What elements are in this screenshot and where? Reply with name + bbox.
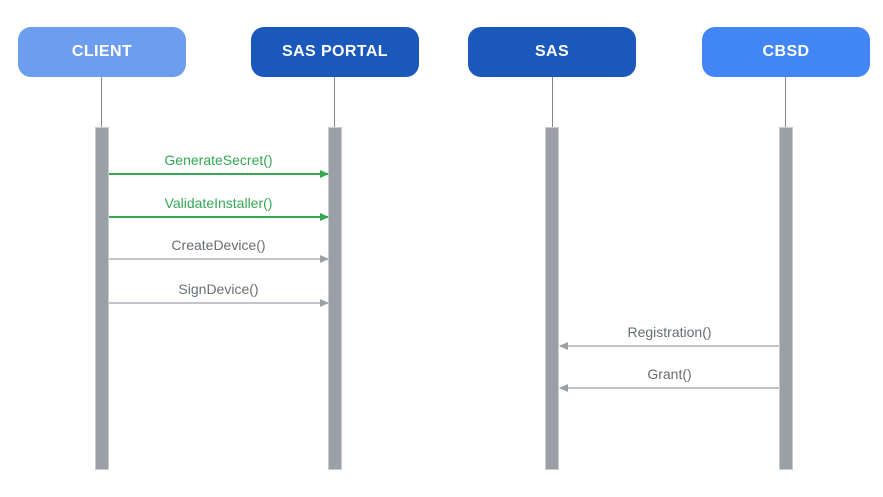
message-label: SignDevice() [178, 281, 259, 297]
lifeline-connector-sas [552, 77, 553, 127]
actor-box-sas-portal: SAS PORTAL [251, 27, 419, 77]
message-label: GenerateSecret() [164, 152, 273, 168]
arrowhead-right-icon [320, 213, 329, 221]
activation-bar-cbsd [779, 127, 793, 470]
arrow-line [559, 341, 779, 350]
arrowhead-right-icon [320, 254, 329, 263]
activation-bar-client [95, 127, 109, 470]
message-label: ValidateInstaller() [164, 195, 273, 211]
arrow-line [559, 383, 779, 392]
arrowhead-right-icon [320, 170, 329, 178]
lifeline-connector-cbsd [785, 77, 786, 127]
arrowhead-left-icon [559, 383, 568, 392]
message-label: Grant() [647, 366, 692, 382]
arrowhead-right-icon [320, 298, 329, 307]
actor-box-client: CLIENT [18, 27, 186, 77]
arrow-line [109, 298, 329, 307]
actor-box-sas: SAS [468, 27, 636, 77]
arrow-line [109, 213, 329, 221]
activation-bar-sas-portal [328, 127, 342, 470]
arrow-line [109, 170, 329, 178]
lifeline-connector-client [101, 77, 102, 127]
actor-box-cbsd: CBSD [702, 27, 870, 77]
arrowhead-left-icon [559, 341, 568, 350]
lifeline-connector-sas-portal [334, 77, 335, 127]
message-label: CreateDevice() [171, 237, 266, 253]
message-label: Registration() [627, 324, 712, 340]
arrow-line [109, 254, 329, 263]
activation-bar-sas [545, 127, 559, 470]
